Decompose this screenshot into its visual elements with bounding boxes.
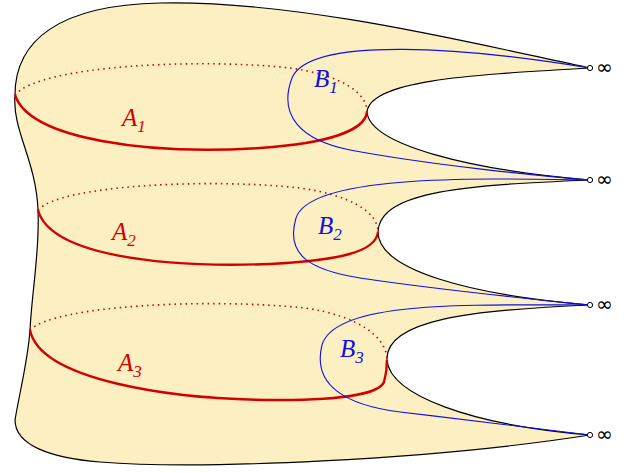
infinity-label: ∞ (596, 294, 613, 314)
cycle-label: B1 (314, 66, 338, 96)
surface (15, 3, 590, 465)
puncture (587, 65, 592, 437)
cycle-label: B2 (318, 213, 342, 243)
infinity-label: ∞ (596, 424, 613, 444)
infinity-label: ∞ (596, 57, 613, 77)
a-cycle-back (15, 64, 387, 360)
infinity-label: ∞ (596, 169, 613, 189)
cycle-label: B3 (340, 336, 364, 366)
a-cycle-front (15, 95, 387, 400)
cycle-label: A3 (118, 350, 142, 380)
cycle-label: A2 (112, 219, 136, 249)
b-cycle (288, 49, 590, 435)
cycle-label: A1 (122, 105, 146, 135)
